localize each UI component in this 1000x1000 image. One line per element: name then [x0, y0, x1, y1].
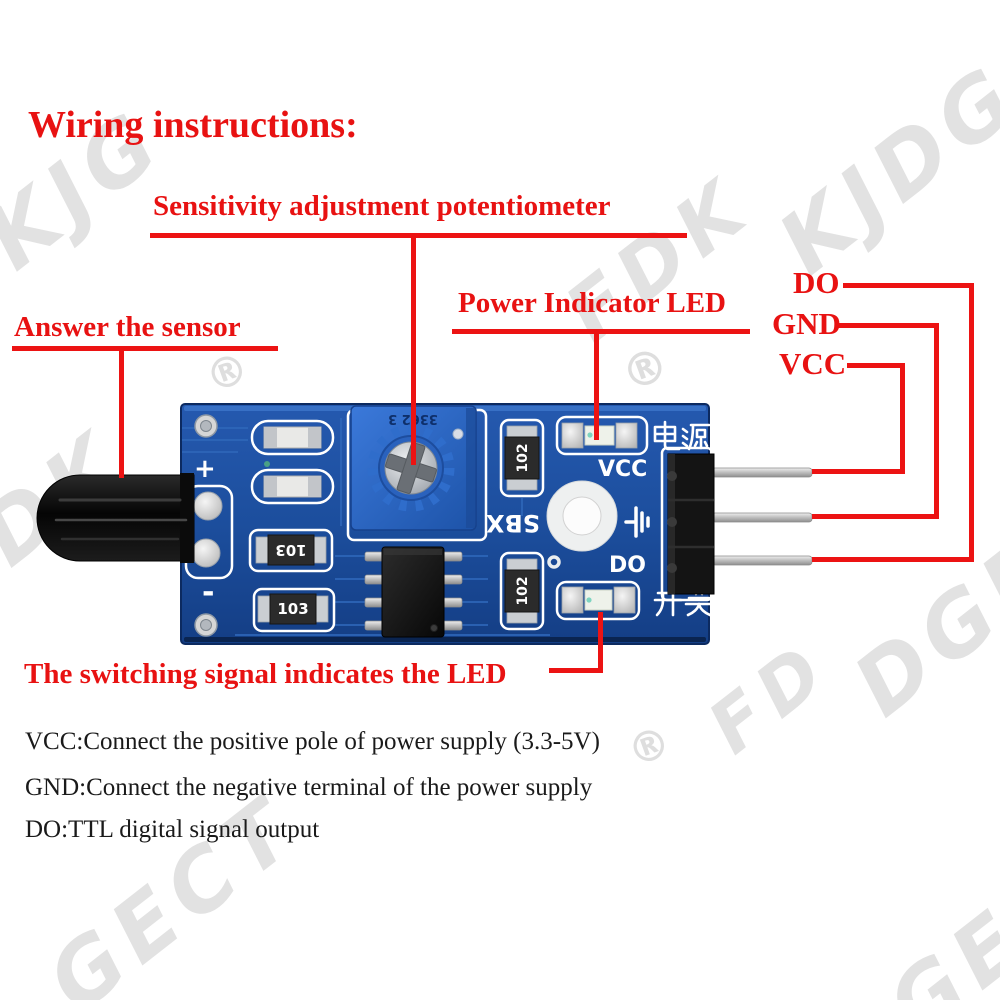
- ground-symbol: [624, 506, 650, 538]
- pin-do: [711, 555, 813, 566]
- silkscreen-outlines: [184, 408, 714, 633]
- pointer-line-switch-led-h: [549, 668, 603, 673]
- pointer-line-sensor: [119, 346, 124, 478]
- pin-gnd: [711, 512, 813, 523]
- watermark-text: DGEC: [836, 472, 1000, 737]
- label-switch-led: The switching signal indicates the LED: [24, 658, 507, 690]
- pointer-line-potentiometer: [411, 233, 416, 465]
- do-silkscreen: DO: [609, 553, 646, 578]
- wire-vcc-h1: [847, 363, 905, 368]
- description-vcc: VCC:Connect the positive pole of power s…: [25, 728, 600, 755]
- switch-led: [561, 586, 636, 614]
- watermark-text: KJDG: [760, 44, 1000, 295]
- center-hole: [546, 480, 618, 569]
- pointer-line-power-led-underline: [452, 329, 750, 334]
- smd-capacitor: [263, 426, 322, 498]
- label-potentiometer: Sensitivity adjustment potentiometer: [153, 190, 611, 222]
- resistor-102: 102 102: [504, 425, 540, 624]
- wire-gnd-h1: [838, 323, 939, 328]
- description-do: DO:TTL digital signal output: [25, 816, 320, 843]
- comparator-ic: [364, 546, 463, 638]
- wire-do-h1: [843, 283, 974, 288]
- watermark-text: GECT: [30, 776, 319, 1000]
- power-led: [561, 422, 638, 449]
- wire-gnd-v: [934, 323, 939, 519]
- wire-do-h2: [812, 557, 974, 562]
- watermark-text: GECT: [870, 801, 1000, 1000]
- pin-label-do: DO: [793, 265, 840, 300]
- ir-sensor: [36, 473, 195, 563]
- resistor-102-marking: 102: [515, 576, 531, 605]
- wire-vcc-h2: [812, 469, 905, 474]
- pin-label-gnd: GND: [772, 306, 841, 341]
- label-sensor: Answer the sensor: [14, 311, 241, 343]
- resistor-103: 103 103: [255, 534, 329, 625]
- wire-gnd-h2: [812, 514, 939, 519]
- sensor-module-photo: + -: [36, 403, 813, 645]
- minus-mark: -: [202, 575, 214, 610]
- potentiometer[interactable]: 3362 3: [350, 405, 477, 531]
- pin-label-vcc: VCC: [779, 346, 847, 381]
- plus-mark: +: [194, 454, 216, 484]
- resistor-103-marking: 103: [275, 541, 306, 559]
- wire-vcc-v: [900, 363, 905, 474]
- page-title: Wiring instructions:: [28, 104, 358, 146]
- pot-cross-slot: [385, 442, 437, 494]
- sbx-silkscreen: SBX: [485, 509, 540, 537]
- label-power-led: Power Indicator LED: [458, 287, 726, 319]
- pointer-line-sensor-underline: [12, 346, 278, 351]
- wire-do-v: [969, 283, 974, 562]
- pointer-line-switch-led-v: [598, 612, 603, 673]
- power-cn-text: [653, 420, 711, 451]
- resistor-103-marking: 103: [277, 600, 308, 618]
- mounting-hole: [194, 414, 218, 637]
- description-gnd: GND:Connect the negative terminal of the…: [25, 774, 593, 801]
- pin-header: [667, 453, 813, 595]
- vcc-silkscreen: VCC: [598, 457, 647, 482]
- pin-vcc: [711, 467, 813, 478]
- registered-mark: ®: [620, 716, 678, 777]
- resistor-102-marking: 102: [515, 443, 531, 472]
- pointer-line-potentiometer-underline: [150, 233, 687, 238]
- pointer-line-power-led: [594, 329, 599, 440]
